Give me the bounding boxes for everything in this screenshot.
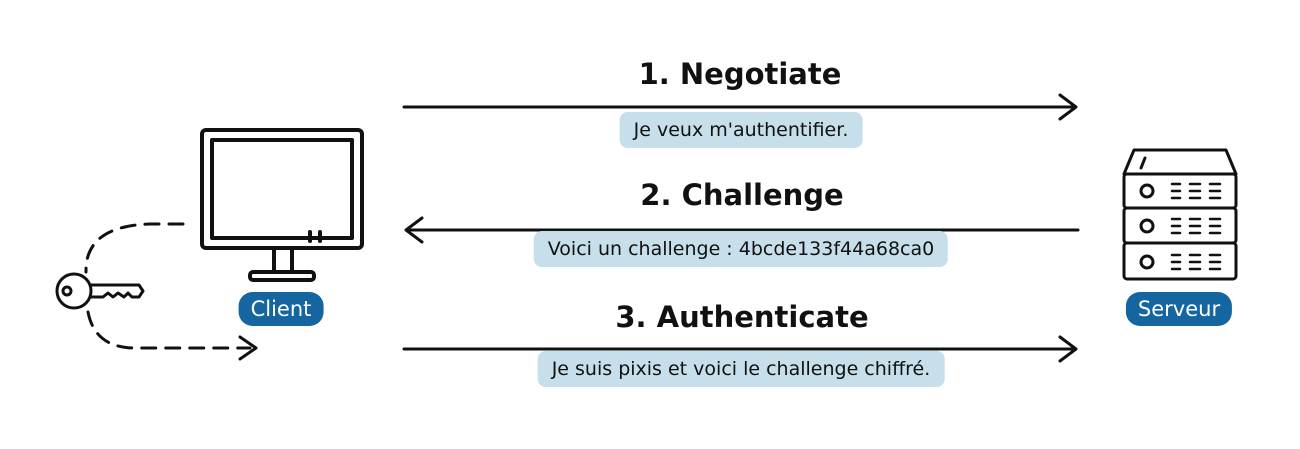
dashed-key-path xyxy=(84,222,252,350)
step-2-title: 2. Challenge xyxy=(640,178,844,212)
arrow-step-2 xyxy=(404,216,1080,244)
step-3-message: Je suis pixis et voici le challenge chif… xyxy=(537,351,945,387)
dashed-arrow-head xyxy=(238,335,258,361)
arrow-step-3 xyxy=(402,335,1078,363)
monitor-icon xyxy=(200,128,364,282)
step-1-title: 1. Negotiate xyxy=(638,57,842,91)
server-label: Serveur xyxy=(1125,292,1233,326)
client-label: Client xyxy=(238,292,324,326)
arrow-step-1 xyxy=(402,93,1078,121)
step-1-message: Je veux m'authentifier. xyxy=(619,112,863,148)
key-icon xyxy=(55,272,145,310)
step-2-message: Voici un challenge : 4bcde133f44a68ca0 xyxy=(533,231,949,267)
step-3-title: 3. Authenticate xyxy=(615,300,869,334)
server-rack-icon xyxy=(1122,148,1238,281)
